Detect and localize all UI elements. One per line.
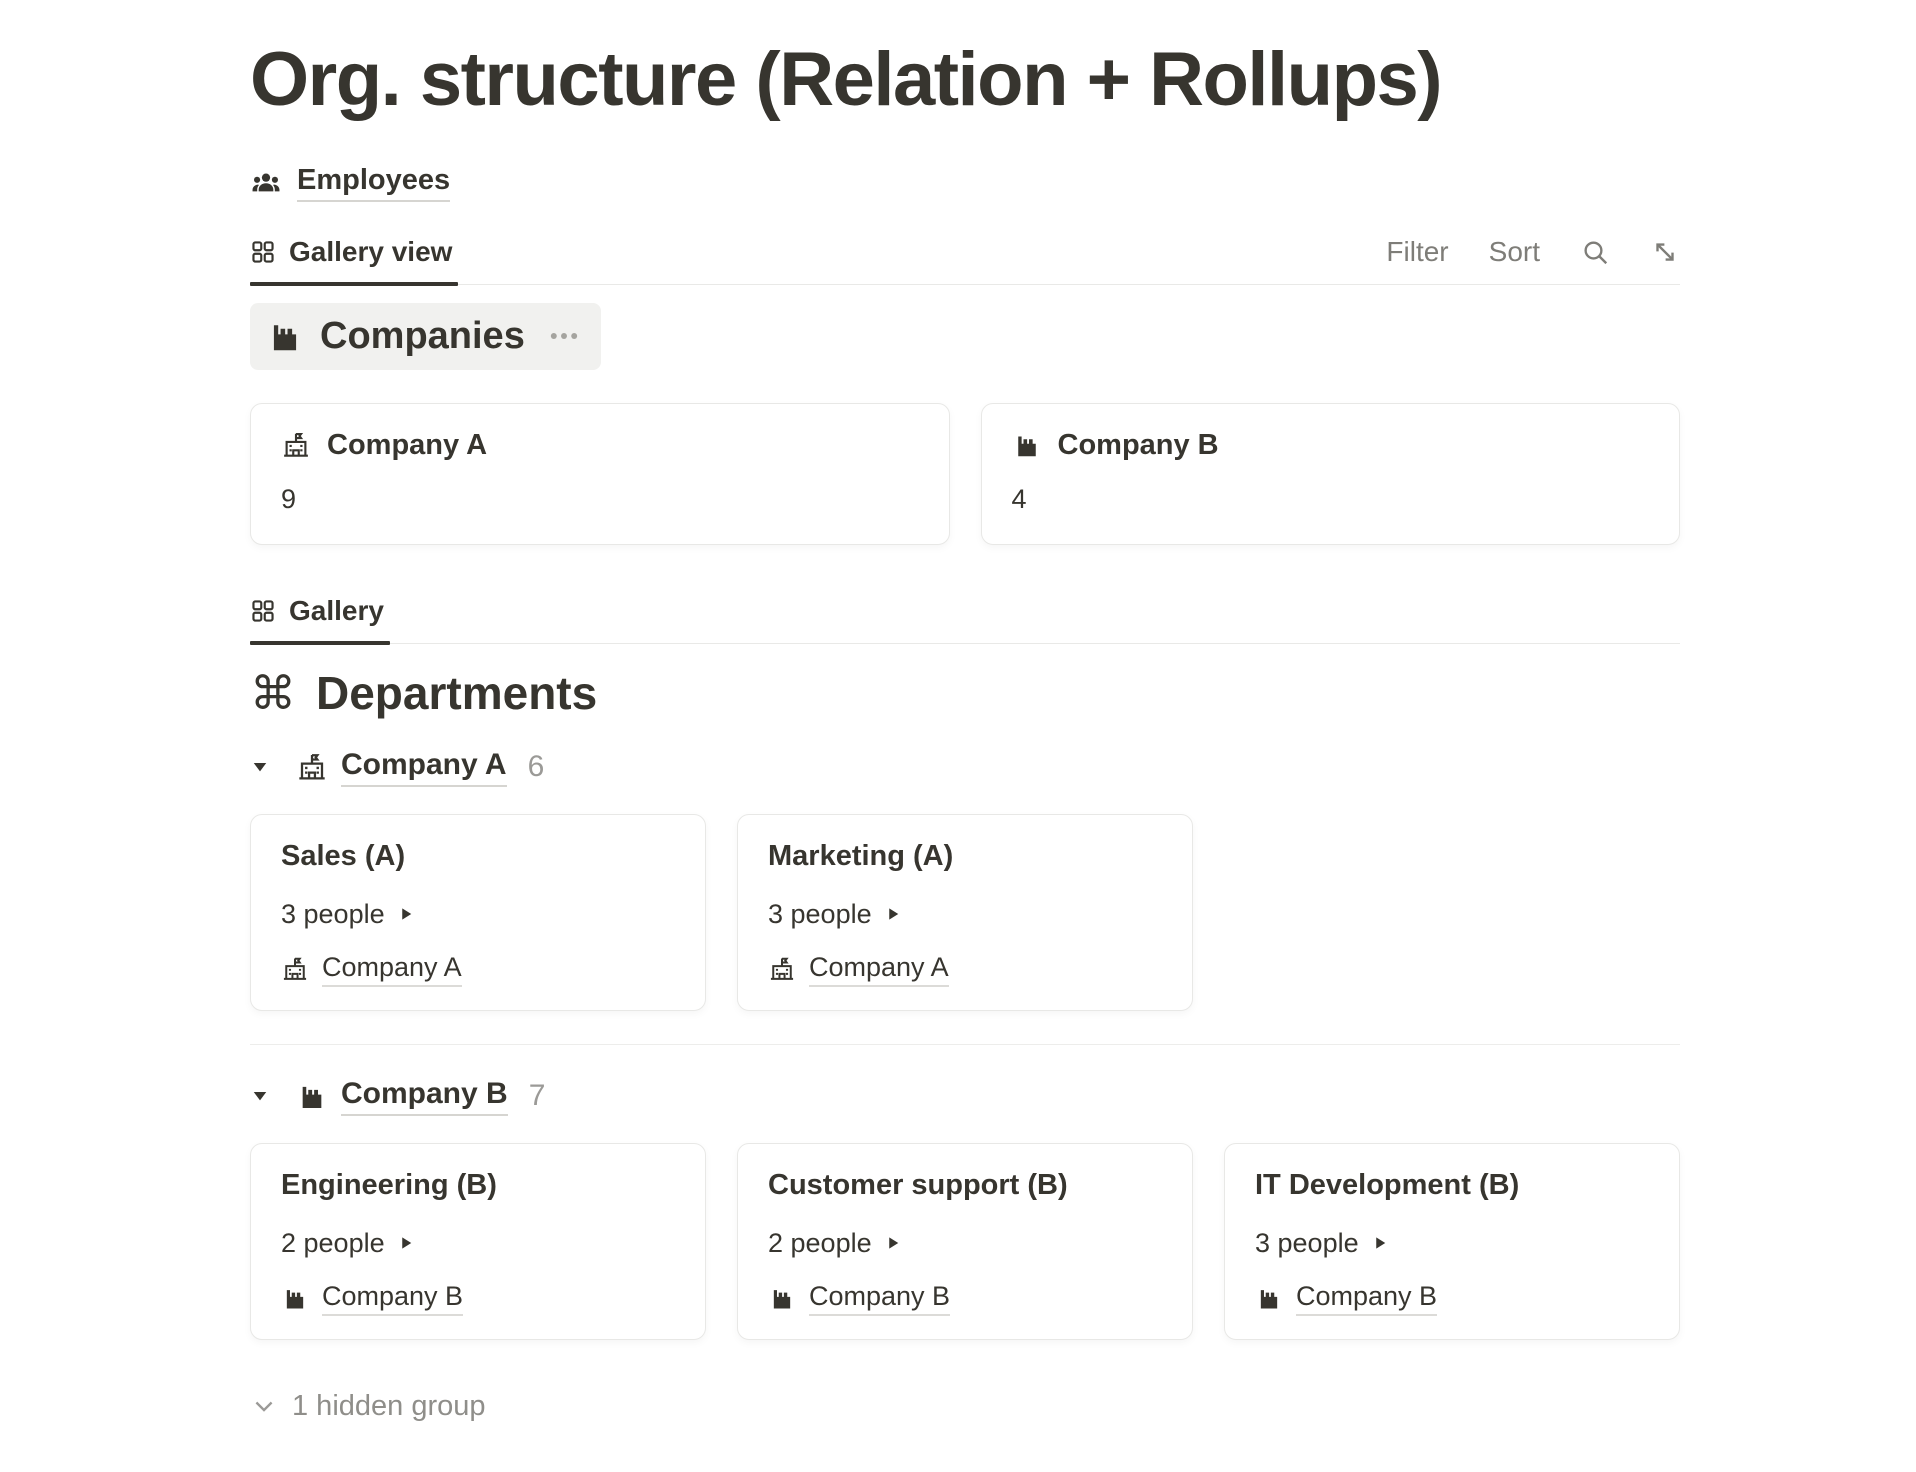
expand-icon[interactable] <box>1650 237 1680 267</box>
department-card-title: Engineering (B) <box>281 1168 497 1201</box>
notion-page: Org. structure (Relation + Rollups) Empl… <box>250 37 1680 1423</box>
factory-icon <box>768 1284 796 1312</box>
group-count: 7 <box>528 1079 546 1113</box>
gallery-group: Company B 7 Engineering (B) 2 people <box>250 1043 1680 1340</box>
company-link[interactable]: Company B <box>1296 1281 1438 1316</box>
company-card-title: Company A <box>327 428 488 461</box>
hidden-group-toggle[interactable]: 1 hidden group <box>250 1390 486 1423</box>
company-link[interactable]: Company B <box>322 1281 464 1316</box>
factory-icon <box>266 317 304 355</box>
rollup-value: 9 <box>281 483 297 514</box>
company-link[interactable]: Company B <box>809 1281 951 1316</box>
company-relation: Company A <box>768 952 1162 987</box>
people-count: 2 people <box>281 1227 385 1258</box>
people-rollup: 3 people <box>1255 1228 1649 1259</box>
dots-menu-icon[interactable] <box>547 319 581 353</box>
search-icon[interactable] <box>1580 237 1610 267</box>
sort-button[interactable]: Sort <box>1488 235 1540 267</box>
department-card-title: IT Development (B) <box>1255 1168 1520 1201</box>
company-card-title-row: Company A <box>281 429 919 462</box>
department-card-title: Sales (A) <box>281 839 406 872</box>
departments-section-header: ⌘ Departments <box>250 666 1680 720</box>
command-icon: ⌘ <box>250 665 296 720</box>
group-label[interactable]: Company B <box>341 1077 508 1116</box>
company-relation: Company B <box>1255 1281 1649 1316</box>
company-link[interactable]: Company A <box>322 952 462 987</box>
group-gallery: Sales (A) 3 people Company A <box>250 813 1680 1011</box>
grid-icon <box>250 598 276 624</box>
play-icon[interactable] <box>884 1234 902 1252</box>
factory-icon <box>1012 430 1042 460</box>
people-rollup: 2 people <box>768 1228 1162 1259</box>
breadcrumb-employees[interactable]: Employees <box>250 164 451 202</box>
departments-heading: Departments <box>316 666 598 719</box>
group-header: Company A 6 <box>250 748 1680 787</box>
department-card[interactable]: Marketing (A) 3 people Company A <box>737 813 1193 1011</box>
group-label[interactable]: Company A <box>341 748 507 787</box>
toolbar-controls: Filter Sort <box>1386 236 1680 284</box>
company-card-title-row: Company B <box>1012 429 1650 462</box>
department-card[interactable]: Customer support (B) 2 people Company B <box>737 1142 1193 1340</box>
department-card-title: Marketing (A) <box>768 839 954 872</box>
play-icon[interactable] <box>397 1234 415 1252</box>
company-relation: Company B <box>281 1281 675 1316</box>
company-card[interactable]: Company A 9 <box>250 402 950 545</box>
play-icon[interactable] <box>1371 1234 1389 1252</box>
people-rollup: 3 people <box>281 899 675 930</box>
companies-gallery: Company A 9 Company B 4 <box>250 402 1680 545</box>
people-count: 3 people <box>1255 1227 1359 1258</box>
people-group-icon <box>250 167 282 199</box>
group-header: Company B 7 <box>250 1077 1680 1116</box>
hidden-group-label: 1 hidden group <box>292 1389 486 1422</box>
factory-icon <box>296 1080 328 1112</box>
companies-section-header[interactable]: Companies <box>250 302 601 370</box>
department-card[interactable]: Engineering (B) 2 people Company B <box>250 1142 706 1340</box>
department-groups: Company A 6 Sales (A) 3 people <box>250 748 1680 1340</box>
factory-icon <box>1255 1284 1283 1312</box>
tab-gallery[interactable]: Gallery <box>250 589 390 645</box>
tab-gallery-label: Gallery <box>289 594 384 626</box>
play-icon[interactable] <box>884 905 902 923</box>
view-toolbar: Gallery view Filter Sort <box>250 230 1680 286</box>
chevron-down-icon <box>250 1392 278 1420</box>
people-count: 3 people <box>281 898 385 929</box>
group-count: 6 <box>527 750 545 784</box>
departments-view-toolbar: Gallery <box>250 589 1680 645</box>
people-rollup: 3 people <box>768 899 1162 930</box>
people-rollup: 2 people <box>281 1228 675 1259</box>
tab-gallery-view[interactable]: Gallery view <box>250 230 459 286</box>
company-relation: Company B <box>768 1281 1162 1316</box>
company-relation: Company A <box>281 952 675 987</box>
department-card-title: Customer support (B) <box>768 1168 1068 1201</box>
companies-heading: Companies <box>320 314 525 357</box>
tab-gallery-view-label: Gallery view <box>289 235 453 267</box>
department-card[interactable]: IT Development (B) 3 people Company B <box>1224 1142 1680 1340</box>
department-card[interactable]: Sales (A) 3 people Company A <box>250 813 706 1011</box>
gallery-group: Company A 6 Sales (A) 3 people <box>250 748 1680 1011</box>
breadcrumb-label: Employees <box>297 164 451 202</box>
rollup-value: 4 <box>1011 483 1027 514</box>
school-icon <box>281 955 309 983</box>
triangle-down-icon[interactable] <box>250 1086 270 1106</box>
people-count: 2 people <box>768 1227 872 1258</box>
group-gallery: Engineering (B) 2 people Company B <box>250 1142 1680 1340</box>
company-card[interactable]: Company B 4 <box>980 402 1680 545</box>
triangle-down-icon[interactable] <box>250 757 270 777</box>
filter-button[interactable]: Filter <box>1386 235 1449 267</box>
page-title: Org. structure (Relation + Rollups) <box>250 37 1443 122</box>
factory-icon <box>281 1284 309 1312</box>
grid-icon <box>250 239 276 265</box>
company-card-title: Company B <box>1057 428 1219 461</box>
school-icon <box>768 955 796 983</box>
school-icon <box>281 430 311 460</box>
play-icon[interactable] <box>397 905 415 923</box>
school-icon <box>296 751 328 783</box>
company-link[interactable]: Company A <box>809 952 949 987</box>
people-count: 3 people <box>768 898 872 929</box>
